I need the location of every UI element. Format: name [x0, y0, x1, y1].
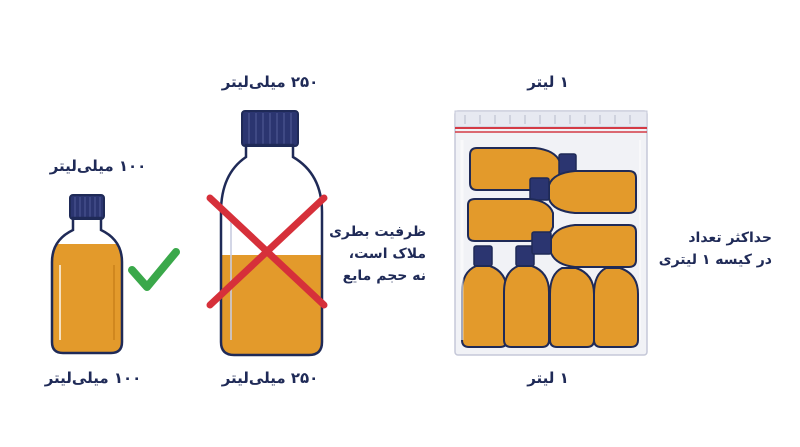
capacity-note-line2: ملاک است،: [348, 246, 426, 262]
bag-bottle: [461, 245, 508, 348]
capacity-note-line3: نه حجم مایع: [342, 268, 426, 284]
small-bottle-liquid: [52, 244, 122, 353]
small-bottle-label-top: ۱۰۰ میلی‌لیتر: [49, 157, 147, 175]
cross-icon: [206, 194, 328, 309]
bag-bottle-row-bottom: [461, 245, 639, 348]
one-liter-bag: [454, 110, 648, 356]
small-bottle-label-bottom: ۱۰۰ میلی‌لیتر: [44, 369, 142, 387]
bag-bottle: [503, 245, 550, 348]
max-note-line2: در کیسه ۱ لیتری: [658, 252, 772, 268]
large-bottle: [219, 110, 324, 357]
max-count-note: حداکثر تعداد در کیسه ۱ لیتری: [652, 227, 772, 271]
large-bottle-label-bottom: ۲۵۰ میلی‌لیتر: [221, 369, 319, 387]
max-note-line1: حداکثر تعداد: [688, 230, 772, 246]
bag-bottle: [529, 170, 637, 214]
bag-label-top: ۱ لیتر: [527, 73, 569, 91]
capacity-note-line1: ظرفیت بطری: [329, 224, 426, 240]
large-bottle-label-top: ۲۵۰ میلی‌لیتر: [221, 73, 319, 91]
bag-label-bottom: ۱ لیتر: [527, 369, 569, 387]
bag-bottle: [467, 198, 554, 242]
small-bottle: [50, 194, 124, 355]
large-bottle-liquid: [221, 255, 322, 355]
bag-bottle: [549, 267, 595, 348]
bag-bottle: [593, 267, 639, 348]
check-icon: [128, 248, 180, 291]
bag-bottle: [531, 224, 637, 268]
capacity-note: ظرفیت بطری ملاک است، نه حجم مایع: [326, 221, 426, 287]
